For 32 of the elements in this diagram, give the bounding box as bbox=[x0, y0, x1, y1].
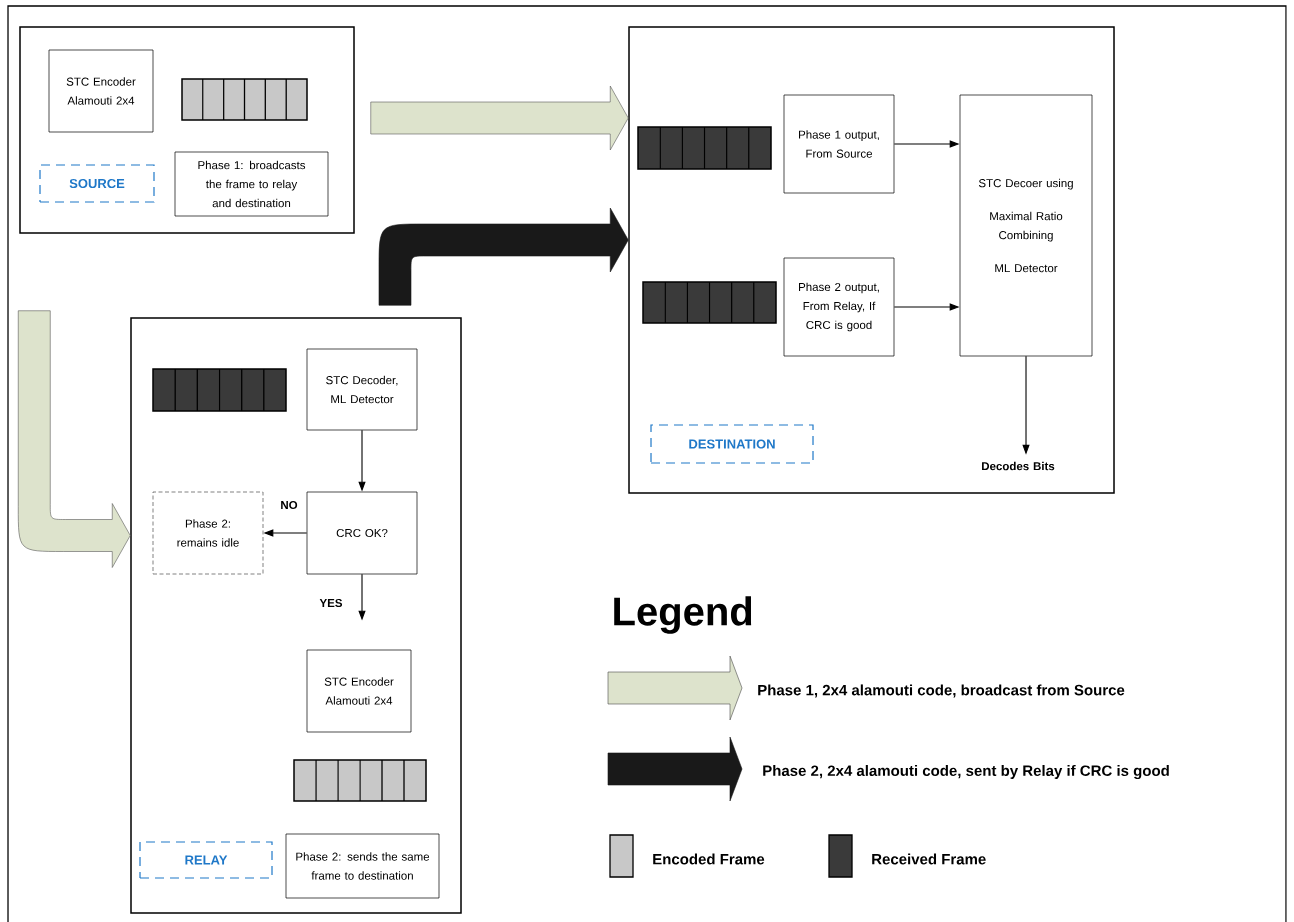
process-box: Phase 2: sends the same frame to destination bbox=[285, 833, 440, 899]
frame-icon bbox=[293, 759, 427, 802]
frame-icon bbox=[152, 368, 287, 412]
edge-label: YES bbox=[319, 598, 343, 608]
legend-text: Phase 2, 2x4 alamouti code, sent by Relay if CRC is good bbox=[763, 765, 1169, 780]
output-label: Decodes Bits bbox=[982, 461, 1055, 471]
block-arrow bbox=[17, 310, 131, 568]
panel bbox=[19, 26, 355, 234]
process-box: Phase 1: broadcasts the frame to relay and destination bbox=[174, 151, 329, 217]
decision-box: CRC OK? bbox=[306, 491, 418, 575]
panel bbox=[130, 317, 462, 914]
process-box: STC Encoder Alamouti 2x4 bbox=[48, 49, 154, 133]
legend-text: Received Frame bbox=[872, 853, 986, 865]
title-tag: SOURCE bbox=[39, 164, 155, 203]
title-tag: DESTINATION bbox=[650, 424, 814, 464]
block-arrow bbox=[370, 85, 629, 151]
process-box: STC Decoder, ML Detector bbox=[306, 348, 418, 431]
legend-heading: Legend bbox=[614, 596, 752, 634]
frame-icon bbox=[637, 126, 772, 170]
process-box: Phase 1 output, From Source bbox=[783, 94, 895, 194]
edge-label: NO bbox=[281, 500, 298, 510]
block-arrow bbox=[378, 207, 629, 306]
process-box: Phase 2: remains idle bbox=[152, 491, 264, 575]
legend-text: Encoded Frame bbox=[653, 853, 765, 865]
legend-text: Phase 1, 2x4 alamouti code, broadcast from Source bbox=[758, 684, 1125, 698]
process-box: STC Decoer using Maximal Ratio Combining ML Detector bbox=[959, 94, 1093, 357]
process-box: STC Encoder Alamouti 2x4 bbox=[306, 649, 412, 733]
panel bbox=[628, 26, 1115, 494]
title-tag: RELAY bbox=[139, 841, 273, 879]
process-box: Phase 2 output, From Relay, If CRC is good bbox=[783, 257, 895, 357]
frame-icon bbox=[642, 281, 777, 324]
frame-icon bbox=[181, 78, 308, 121]
